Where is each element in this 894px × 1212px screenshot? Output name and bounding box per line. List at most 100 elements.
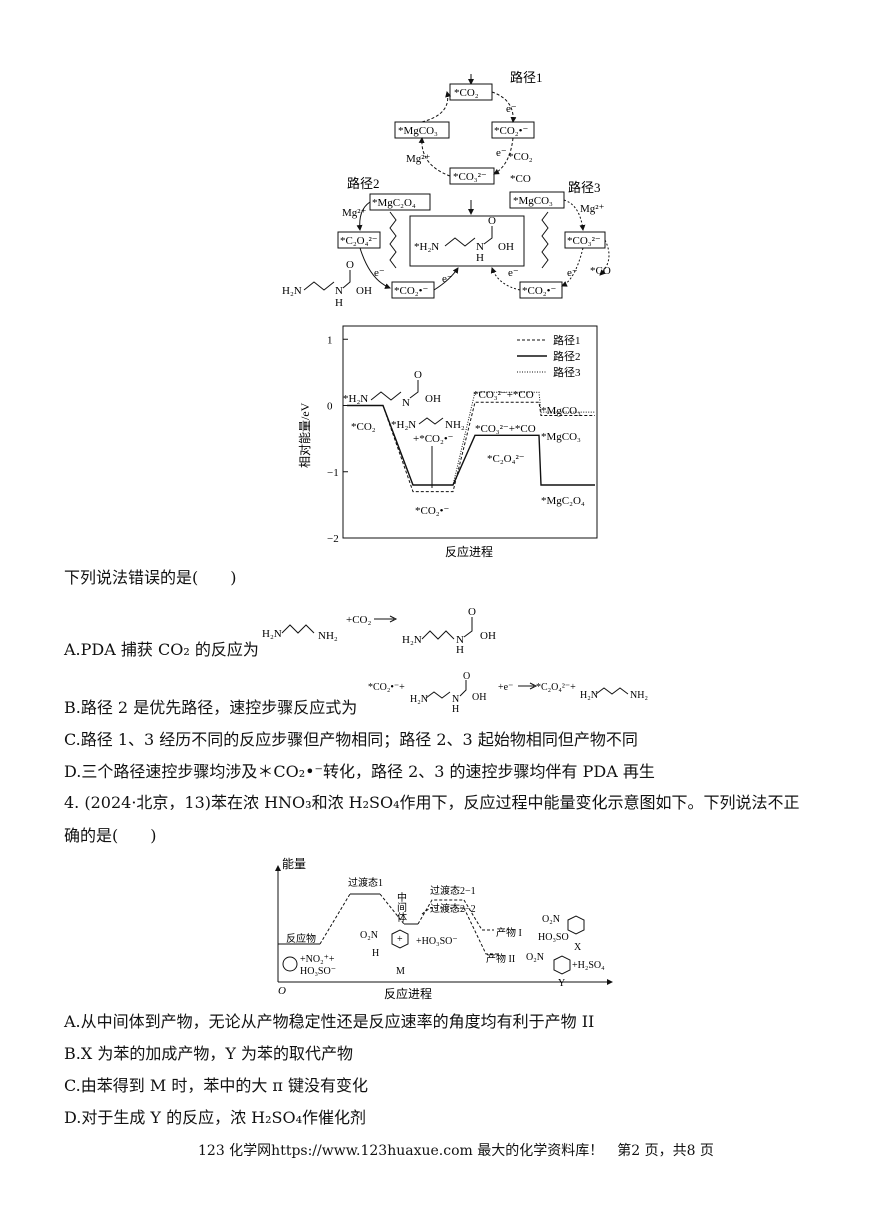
co2-anion-box-label-3: *CO₂•⁻ <box>522 285 556 297</box>
q4-reactants: 反应物 <box>286 932 316 945</box>
q4-m-ho3so: +HO₃SO⁻ <box>416 936 458 947</box>
co2-anion-box-label-2: *CO₂•⁻ <box>394 285 428 297</box>
eq-b-nh2: NH₂ <box>630 690 648 701</box>
eq-b-h2n: H₂N <box>410 694 428 705</box>
y-tick-label: 0 <box>327 401 333 413</box>
label-plus-co2-anion: +*CO₂•⁻ <box>413 433 454 445</box>
e-label-3: e⁻ <box>374 267 385 279</box>
e-label-2: e⁻ <box>496 147 507 159</box>
q3-option-a-equation: H₂N NH₂ +CO₂ H₂N N H O OH <box>262 605 522 656</box>
co-out-label-1: *CO <box>510 173 531 185</box>
label-mgco3-mid: *MgCO₃ <box>541 431 581 443</box>
free-h2n: H₂N <box>282 285 302 297</box>
label-nh2: NH₂ <box>445 419 465 431</box>
eq-a-h2n-2: H₂N <box>402 634 422 646</box>
mg2-label-1: Mg²⁺ <box>406 153 431 165</box>
co3-box-label: *CO₃²⁻ <box>453 171 487 183</box>
mgco3-box-label: *MgCO₃ <box>398 125 438 137</box>
mg2-label-3: Mg²⁺ <box>580 203 605 215</box>
y-axis-label: 相对能量/eV <box>298 402 312 468</box>
path1-label: 路径1 <box>510 70 543 85</box>
eq-a-nh2: NH₂ <box>318 630 338 642</box>
carbamate-h: H <box>476 252 484 264</box>
q4-stem-line2: 确的是( ) <box>64 826 157 845</box>
free-n: N <box>335 285 343 297</box>
series-line-2 <box>347 404 595 486</box>
label-o1: O <box>414 369 422 381</box>
e-label-1: e⁻ <box>506 103 517 115</box>
q4-m-h: H <box>372 948 379 959</box>
label-c2o4: *C₂O₄²⁻ <box>487 453 525 465</box>
series-line-3 <box>347 391 595 486</box>
co2-anion-box-label: *CO₂•⁻ <box>494 125 528 137</box>
label-mgco3-top: *MgCO₃ <box>541 405 581 417</box>
q3-option-a: A.PDA 捕获 CO₂ 的反应为 <box>64 640 259 659</box>
co2-box-label: *CO₂ <box>454 87 479 99</box>
carbamate-n: N <box>476 241 484 253</box>
label-h2n-nh2: *H₂N <box>391 419 416 431</box>
eq-a-h: H <box>456 644 464 655</box>
co-out-label-2: *CO <box>590 265 611 277</box>
q4-y-label: Y <box>558 978 565 989</box>
q3-option-c: C.路径 1、3 经历不同的反应步骤但产物相同；路径 2、3 起始物相同但产物不… <box>64 730 638 749</box>
y-tick-label: 1 <box>327 334 333 346</box>
mgco3-box-label-2: *MgCO₃ <box>513 195 553 207</box>
pathway-diagram: *CO₂ 路径1 *MgCO₃ *CO₂•⁻ *CO₃²⁻ e⁻ e⁻ *CO₂… <box>270 70 630 310</box>
eq-b-o: O <box>463 672 470 682</box>
label-pda-start: *H₂N <box>343 393 368 405</box>
eq-b-left: *CO₂•⁻+ <box>368 682 405 693</box>
q3-option-d: D.三个路径速控步骤均涉及＊CO₂•⁻转化，路径 2、3 的速控步骤均伴有 PD… <box>64 762 655 781</box>
eq-a-n: N <box>456 634 464 646</box>
free-oh: OH <box>356 285 372 297</box>
legend-path1: 路径1 <box>553 334 581 347</box>
q3-option-b: B.路径 2 是优先路径，速控步骤反应式为 <box>64 698 358 717</box>
q3-stem: 下列说法错误的是( ) <box>64 568 237 587</box>
q4-option-d: D.对于生成 Y 的反应，浓 H₂SO₄作催化剂 <box>64 1108 367 1127</box>
eq-b-plus-e: +e⁻ <box>498 682 513 693</box>
q4-origin: O <box>278 985 286 997</box>
path3-label: 路径3 <box>568 180 601 195</box>
co2-in-label: *CO₂ <box>508 151 533 163</box>
plot-frame <box>342 325 598 539</box>
label-start-co2: *CO₂ <box>351 421 376 433</box>
c2o4-box-label: *C₂O₄²⁻ <box>340 235 378 247</box>
y-tick-label: −1 <box>327 467 339 479</box>
q4-ts21: 过渡态2−1 <box>430 884 476 897</box>
q4-y-label: 能量 <box>282 857 306 871</box>
q4-option-c: C.由苯得到 M 时，苯中的大 π 键没有变化 <box>64 1076 369 1095</box>
e-label-4: e⁻ <box>442 273 453 285</box>
q4-x-label: X <box>574 942 582 953</box>
carbamate-h2n: *H₂N <box>414 241 439 253</box>
label-co3-co-top: *CO₃²⁻+*CO <box>473 389 534 401</box>
q3-option-b-equation: *CO₂•⁻+ H₂N N H O OH +e⁻ *C₂O₄²⁻+ H₂N NH… <box>368 671 668 718</box>
q4-product2: 产物 II <box>486 952 515 965</box>
eq-a-h2n: H₂N <box>262 628 282 640</box>
label-co3-co-mid: *CO₃²⁻+*CO <box>475 423 536 435</box>
carbamate-oh: OH <box>498 241 514 253</box>
page-footer: 123 化学网https://www.123huaxue.com 最大的化学资料… <box>198 1143 714 1159</box>
q4-ts1: 过渡态1 <box>348 876 383 889</box>
mgc2o4-box-label: *MgC₂O₄ <box>372 197 416 209</box>
co3-box-label-2: *CO₃²⁻ <box>567 235 601 247</box>
eq-b-oh: OH <box>472 692 486 703</box>
q4-intermediate: 中间体 <box>395 891 407 923</box>
q4-reactant-f2: HO₃SO⁻ <box>300 966 336 977</box>
legend-path2: 路径2 <box>553 350 581 363</box>
q4-stem-line1: 4. (2024·北京，13)苯在浓 HNO₃和浓 H₂SO₄作用下，反应过程中… <box>64 793 800 812</box>
eq-b-right: *C₂O₄²⁻+ <box>536 682 576 693</box>
eq-a-oh: OH <box>480 630 496 642</box>
path2-label: 路径2 <box>347 176 380 191</box>
q4-reactant-f1: +NO₂⁺+ <box>300 954 335 965</box>
eq-a-plus-co2: +CO₂ <box>346 614 371 626</box>
free-o: O <box>346 259 354 271</box>
energy-diagram-q4: 能量 反应进程 O 过渡态1 中间体 过渡态2−1 过渡态2−2 反应物 +NO… <box>272 852 632 1002</box>
eq-b-h: H <box>452 704 459 715</box>
q4-y-o2n: O₂N <box>526 952 544 963</box>
label-n1: N <box>402 397 410 409</box>
label-oh1: OH <box>425 393 441 405</box>
carbamate-o: O <box>488 215 496 227</box>
mg2-label-2: Mg²⁺ <box>342 207 367 219</box>
q4-option-b: B.X 为苯的加成产物，Y 为苯的取代产物 <box>64 1044 353 1063</box>
label-mgc2o4: *MgC₂O₄ <box>541 495 585 507</box>
q4-x-o2n: O₂N <box>542 914 560 925</box>
